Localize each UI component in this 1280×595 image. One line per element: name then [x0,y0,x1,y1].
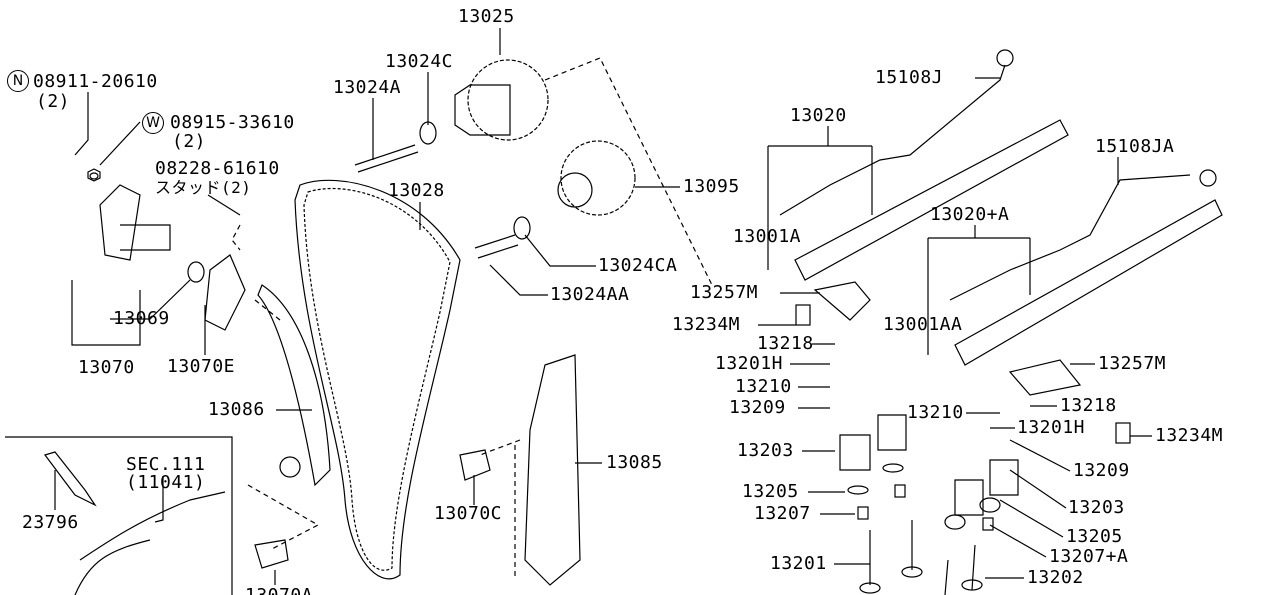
part-label[interactable]: 13218 [757,333,814,354]
part-label[interactable]: 13207+A [1049,546,1129,567]
plug-13070C [459,449,491,481]
part-label[interactable]: 13201H [1017,417,1086,438]
part-label[interactable]: 13024CA [598,255,678,276]
sensor-23796 [44,451,97,507]
part-label[interactable]: 23796 [22,512,79,533]
tensioner-13070 [99,184,141,261]
part-label[interactable]: 15108J [875,67,944,88]
sprocket-13095 [560,140,636,216]
part-label[interactable]: 13205 [742,481,799,502]
part-label[interactable]: 13001AA [883,314,963,335]
valve-springs [839,414,1019,516]
part-label[interactable]: 13070 [78,357,135,378]
w-symbol-icon: W [142,112,164,134]
part-label[interactable]: 08228-61610 [155,158,280,179]
part-label[interactable]: 13085 [606,452,663,473]
bolt-13024A [354,144,419,173]
part-label[interactable]: 13028 [388,180,445,201]
lash-adjuster-a [795,304,811,326]
part-label[interactable]: 13069 [113,308,170,329]
oil-pipe-15108J [779,64,1006,216]
part-label[interactable]: 13001A [733,226,802,247]
gasket-13070E [204,254,246,331]
quantity-label: (2) [36,91,71,112]
dashed-guides [231,57,713,580]
part-label[interactable]: 13020+A [930,204,1010,225]
cylinder-head-section [74,491,226,595]
quantity-label: (2) [172,131,207,152]
rocker-13257M-a [813,281,871,321]
plug-13070A [254,539,289,569]
part-label[interactable]: 13210 [907,402,964,423]
part-label[interactable]: 13234M [672,314,741,335]
camshaft-13020 [794,119,1069,281]
part-label[interactable]: 13202 [1027,567,1084,588]
valves [869,520,976,595]
part-label[interactable]: 13257M [1098,353,1167,374]
part-label[interactable]: 13025 [458,6,515,27]
rocker-13257M-b [1008,359,1082,396]
n-symbol-icon: N [7,70,29,92]
washer-13024C [419,121,437,145]
stud-label: スタッド(2) [155,178,252,197]
chain-guide-13086 [257,284,331,487]
section-ref-label: (11041) [126,472,206,493]
part-label[interactable]: 13095 [683,176,740,197]
part-label[interactable]: 13201 [770,553,827,574]
part-label[interactable]: 13210 [735,376,792,397]
part-label[interactable]: 13070A [245,586,313,595]
o-ring-13069 [187,261,205,283]
part-label[interactable]: 13203 [1068,497,1125,518]
part-label[interactable]: 13070C [434,503,503,524]
part-label[interactable]: 13205 [1066,526,1123,547]
part-label[interactable]: 13209 [729,397,786,418]
part-label[interactable]: 13024A [333,77,402,98]
camshaft-13020A [954,199,1223,366]
part-label[interactable]: 13209 [1073,460,1130,481]
part-label[interactable]: 13086 [208,399,265,420]
part-label[interactable]: 13218 [1060,395,1117,416]
inset-frame [5,436,233,595]
part-label[interactable]: 13257M [690,282,759,303]
part-label[interactable]: 08911-20610 [33,71,158,92]
lash-adjuster-b [1115,422,1131,444]
washer-13024CA [513,216,531,240]
part-label[interactable]: 15108JA [1095,136,1175,157]
part-label[interactable]: 13234M [1155,425,1224,446]
part-label[interactable]: 13207 [754,503,811,524]
oil-pipe-15108JA [949,174,1191,301]
part-label[interactable]: 08915-33610 [170,112,295,133]
part-label[interactable]: 13024AA [550,284,630,305]
timing-chain [294,179,461,580]
section-label[interactable]: SEC.111 [126,454,206,475]
part-label[interactable]: 13203 [737,440,794,461]
part-label[interactable]: 13020 [790,105,847,126]
part-label[interactable]: 13070E [167,356,236,377]
sprocket-13025 [467,59,549,141]
part-label[interactable]: 13024C [385,51,454,72]
part-label[interactable]: 13201H [715,353,784,374]
leader-lines [54,28,1152,585]
chain-guide-13085 [524,354,581,586]
bolt-13024AA [474,234,519,259]
